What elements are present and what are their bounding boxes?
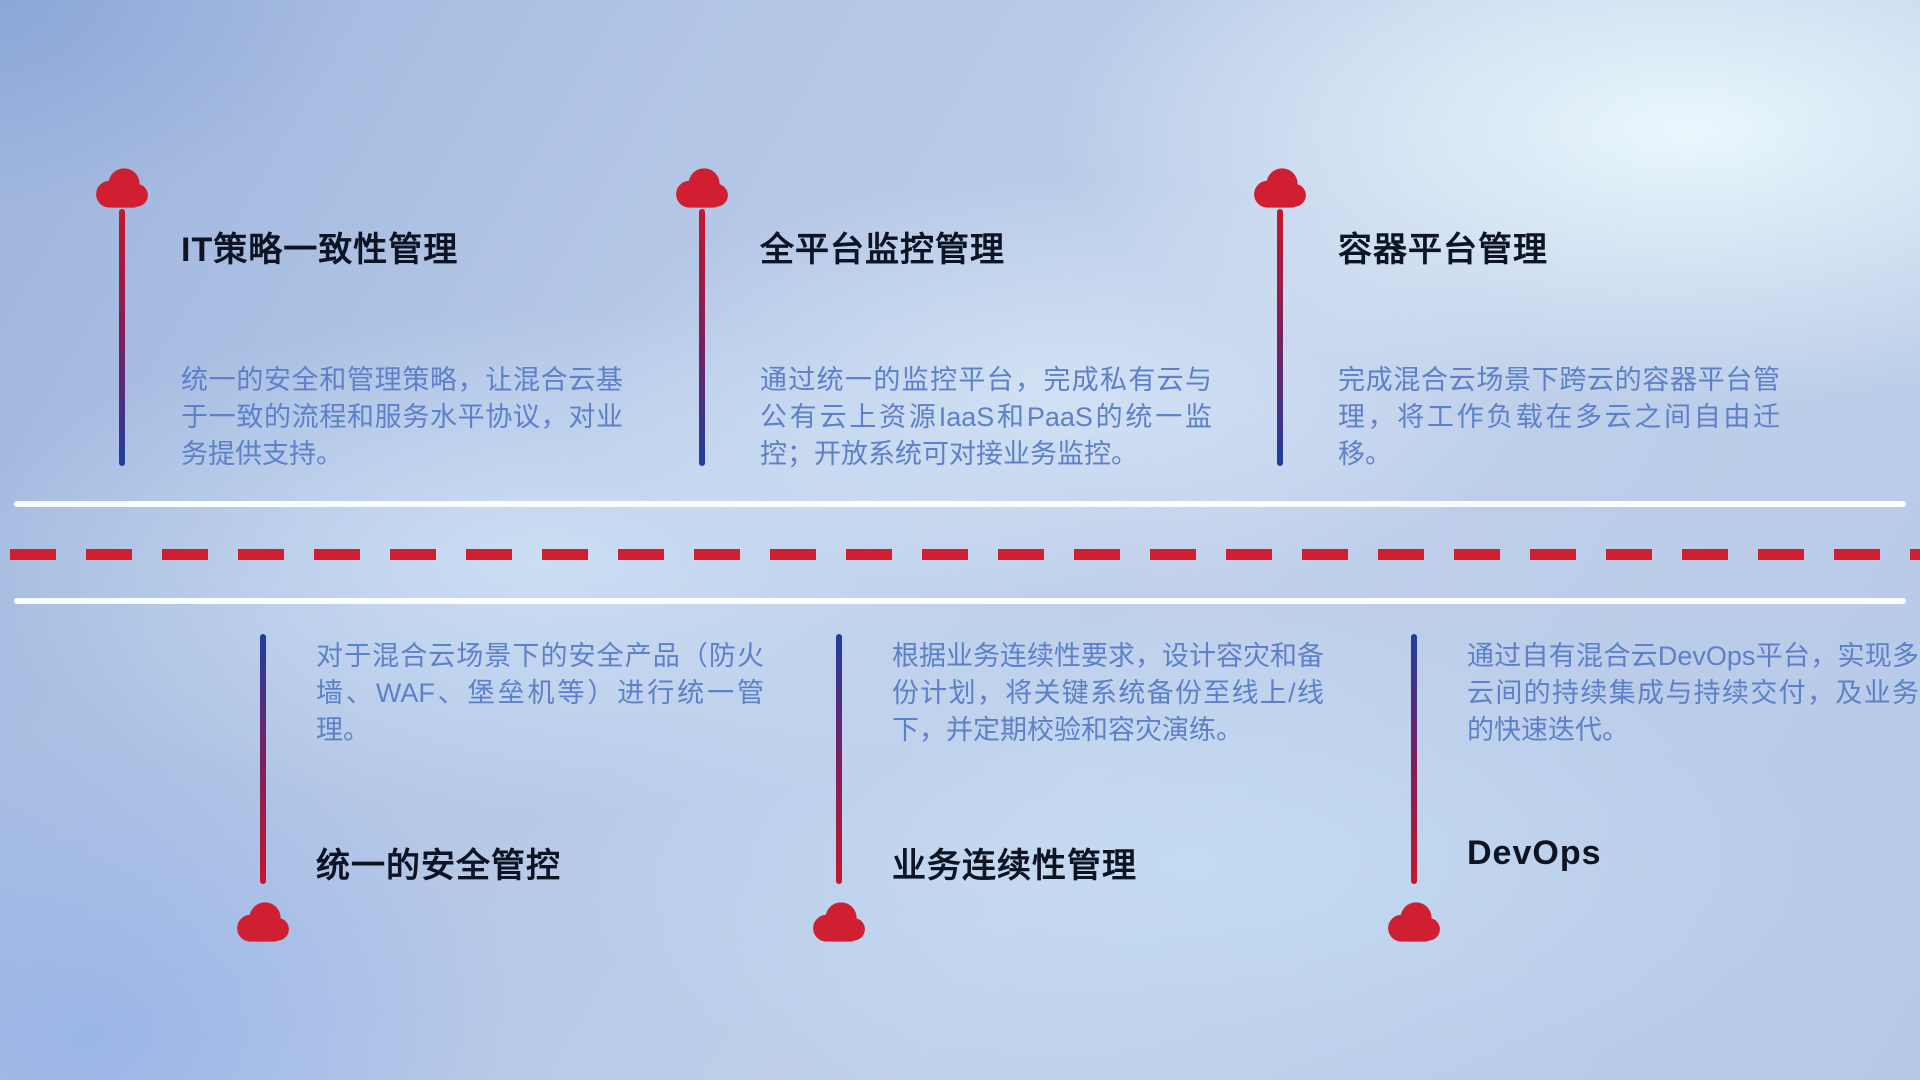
feature-title: 容器平台管理 — [1338, 231, 1548, 269]
feature-title: 统一的安全管控 — [316, 847, 561, 885]
cloud-icon — [810, 901, 868, 943]
timeline-stem — [836, 634, 842, 884]
cloud-icon — [234, 901, 292, 943]
feature-description: 通过自有混合云DevOps平台，实现多云间的持续集成与持续交付，及业务的快速迭代… — [1467, 641, 1919, 745]
timeline-stem — [699, 209, 705, 466]
cloud-icon — [1251, 167, 1309, 209]
cloud-icon — [1385, 901, 1443, 943]
feature-title: 业务连续性管理 — [892, 847, 1137, 885]
timeline-stem — [1411, 634, 1417, 884]
feature-title: 全平台监控管理 — [760, 231, 1005, 269]
divider-line-dashed — [10, 549, 1920, 560]
timeline-stem — [260, 634, 266, 884]
feature-description: 完成混合云场景下跨云的容器平台管理，将工作负载在多云之间自由迁移。 — [1338, 365, 1780, 469]
feature-title: IT策略一致性管理 — [181, 231, 459, 269]
feature-description: 对于混合云场景下的安全产品（防火墙、WAF、堡垒机等）进行统一管理。 — [316, 641, 764, 745]
feature-description: 统一的安全和管理策略，让混合云基于一致的流程和服务水平协议，对业务提供支持。 — [181, 365, 623, 469]
timeline-stem — [119, 209, 125, 466]
feature-description: 通过统一的监控平台，完成私有云与公有云上资源IaaS和PaaS的统一监控；开放系… — [760, 365, 1212, 469]
feature-title: DevOps — [1467, 834, 1602, 872]
timeline-stem — [1277, 209, 1283, 466]
cloud-icon — [673, 167, 731, 209]
divider-line-top — [14, 501, 1906, 507]
divider-line-bottom — [14, 598, 1906, 604]
cloud-icon — [93, 167, 151, 209]
feature-description: 根据业务连续性要求，设计容灾和备份计划，将关键系统备份至线上/线下，并定期校验和… — [892, 641, 1324, 745]
